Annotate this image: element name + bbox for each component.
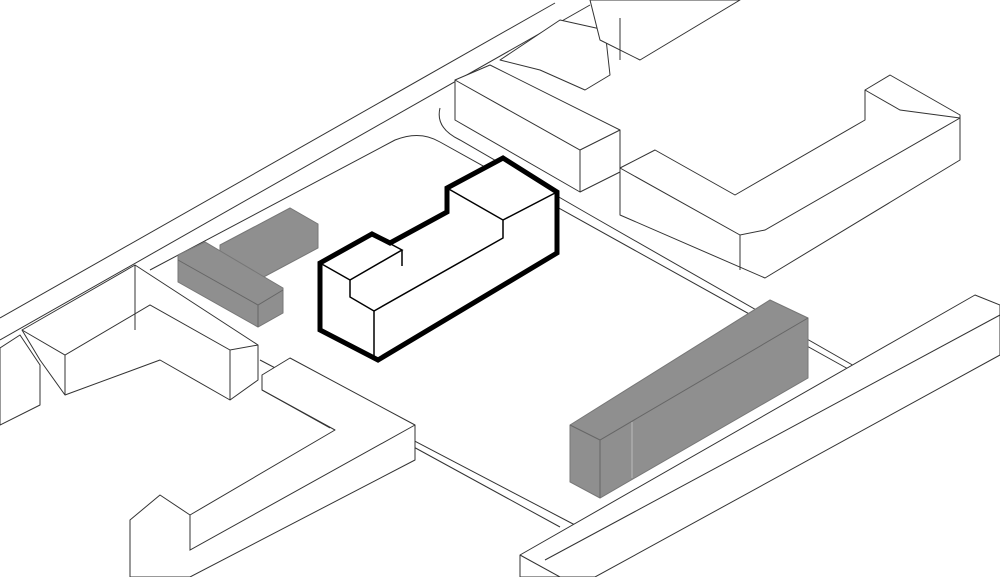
context-building-far-left bbox=[0, 334, 41, 426]
gray-mass-right bbox=[569, 299, 809, 499]
context-building-bottom-right-long bbox=[519, 294, 1000, 577]
context-building-bottom-left-l bbox=[129, 357, 416, 577]
context-building-top-right-corner bbox=[589, 0, 741, 61]
context-building-top-center bbox=[454, 19, 621, 193]
context-building-right-l bbox=[619, 74, 961, 279]
gray-mass-left-front bbox=[177, 241, 284, 328]
proposed-building bbox=[317, 155, 560, 363]
street-lines bbox=[0, 2, 871, 528]
context-building-left-u bbox=[21, 264, 259, 401]
